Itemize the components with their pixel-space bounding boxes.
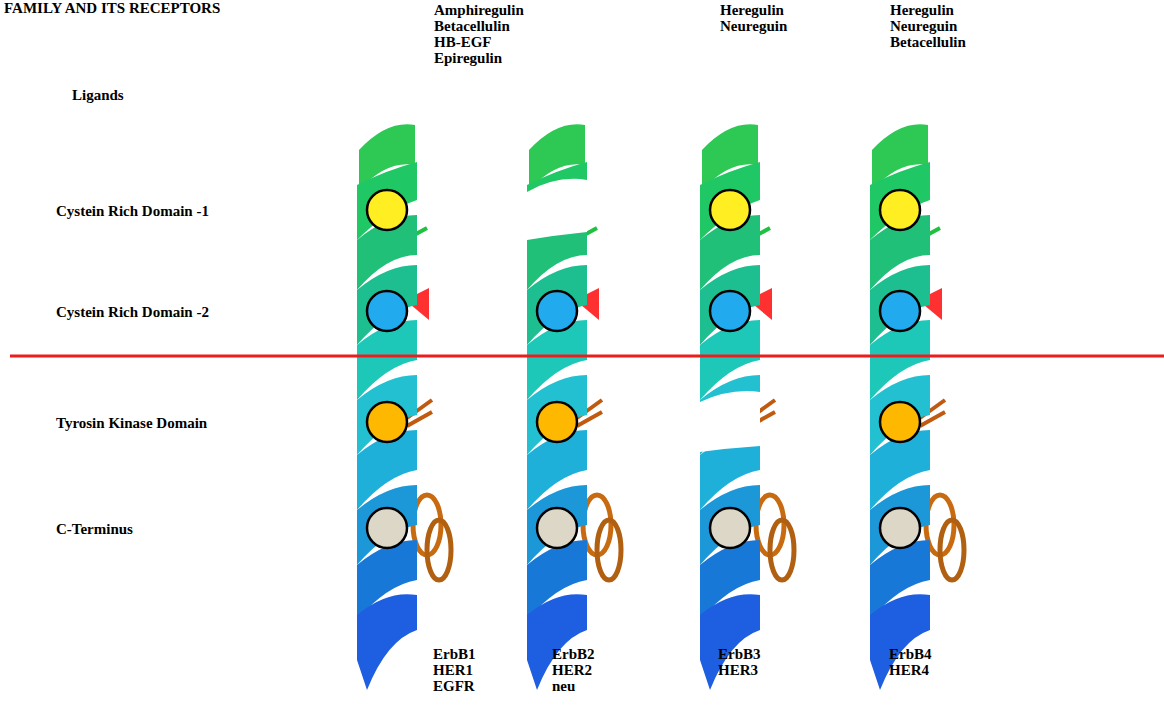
text-label: Heregulin <box>720 2 784 18</box>
text-label: ErbB2 <box>552 646 595 662</box>
erbb2-ribbon <box>527 124 621 690</box>
text-label: Betacellulin <box>890 34 966 50</box>
text-label: ErbB4 <box>889 646 932 662</box>
diagram-title: FAMILY AND ITS RECEPTORS <box>4 0 220 17</box>
missing-domain-gap <box>527 179 587 240</box>
text-label: HER4 <box>889 662 929 678</box>
membrane-line <box>10 355 1164 358</box>
text-label: Neureguin <box>890 18 957 34</box>
text-label: Epiregulin <box>434 50 502 66</box>
text-label: ErbB3 <box>718 646 761 662</box>
text-label: Cystein Rich Domain -1 <box>56 203 209 219</box>
text-label: Heregulin <box>890 2 954 18</box>
erbb3-ribbon <box>700 124 794 690</box>
text-label: C-Terminus <box>56 521 133 537</box>
text-label: Ligands <box>72 87 124 103</box>
text-label: HB-EGF <box>434 34 492 50</box>
erbb1-ribbon <box>357 124 451 690</box>
missing-domain-gap <box>700 391 760 452</box>
text-label: Amphiregulin <box>434 2 524 18</box>
text-label: Cystein Rich Domain -2 <box>56 304 209 320</box>
text-label: Betacellulin <box>434 18 510 34</box>
erbb4-ribbon <box>870 124 964 690</box>
text-label: EGFR <box>433 678 475 694</box>
text-label: HER3 <box>718 662 758 678</box>
text-label: ErbB1 <box>433 646 476 662</box>
text-label: HER1 <box>433 662 473 678</box>
text-label: Neureguin <box>720 18 787 34</box>
text-label: HER2 <box>552 662 592 678</box>
text-label: Tyrosin Kinase Domain <box>56 415 207 431</box>
text-label: neu <box>552 678 575 694</box>
